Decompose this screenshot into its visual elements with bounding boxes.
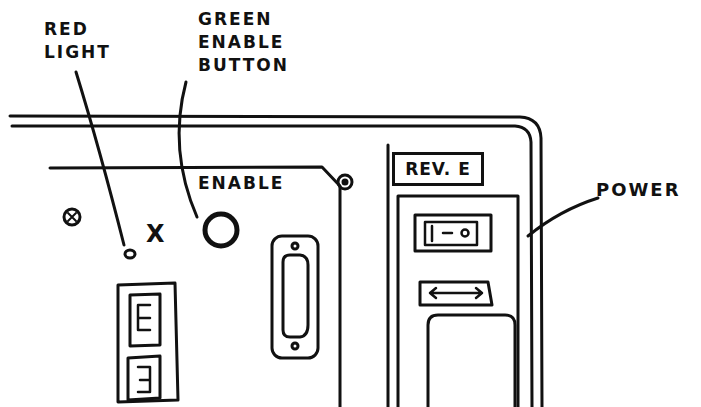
inlet-arrow bbox=[430, 288, 482, 298]
callout-label: GREEN ENABLE BUTTON bbox=[198, 8, 328, 77]
jack-block bbox=[118, 283, 178, 402]
db-connector bbox=[272, 236, 318, 358]
jack-pins bbox=[138, 305, 150, 330]
power-inlet bbox=[420, 282, 492, 305]
power-switch bbox=[415, 215, 491, 251]
screw-cross bbox=[68, 213, 76, 221]
screw-center bbox=[343, 180, 347, 184]
power-module bbox=[398, 196, 518, 407]
frame-inner bbox=[12, 126, 532, 407]
red-light bbox=[125, 250, 135, 258]
leader-line bbox=[528, 198, 598, 236]
module-edge bbox=[387, 145, 390, 407]
db-connector-shell bbox=[283, 255, 308, 337]
cable-socket bbox=[428, 315, 515, 407]
switch-rocker bbox=[425, 222, 477, 245]
jack-pins bbox=[138, 367, 150, 392]
panel-label: ENABLE bbox=[198, 172, 308, 195]
callout-label: RED LIGHT bbox=[44, 18, 124, 64]
mark-label: X bbox=[146, 218, 176, 250]
connector-screw bbox=[292, 243, 298, 249]
leader-line bbox=[179, 82, 197, 217]
connector-screw bbox=[292, 343, 298, 349]
callout-label: POWER bbox=[596, 178, 701, 202]
frame-outer bbox=[10, 116, 542, 407]
switch-mark bbox=[462, 230, 469, 237]
screw bbox=[338, 175, 352, 189]
switch-mark bbox=[432, 226, 452, 241]
label-plate: REV. E bbox=[392, 152, 484, 186]
leader-line bbox=[76, 72, 124, 245]
plate-text: REV. E bbox=[405, 159, 471, 179]
jack-lower bbox=[128, 356, 160, 400]
enable-button bbox=[205, 214, 237, 246]
screw bbox=[64, 209, 80, 225]
jack-upper bbox=[130, 294, 160, 346]
front-plate-edge bbox=[50, 167, 340, 407]
